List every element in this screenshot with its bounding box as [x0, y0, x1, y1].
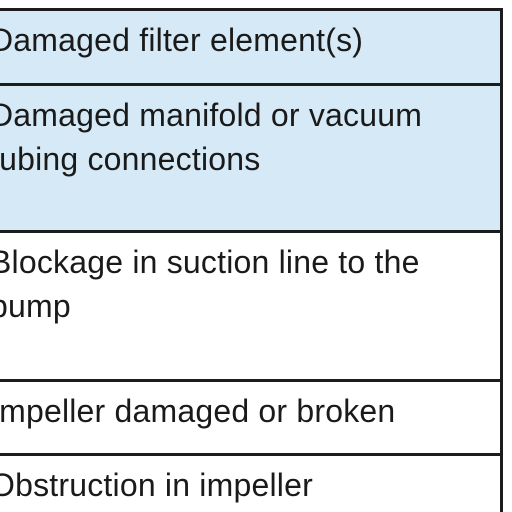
cell-text: Damaged manifold or vacuum [0, 97, 423, 133]
cell-text: Damaged filter element(s) [0, 22, 364, 58]
cell-text: Impeller damaged or broken [0, 393, 396, 429]
table-row: Damaged filter element(s) [0, 11, 500, 86]
table-row: Impeller damaged or broken [0, 382, 500, 456]
cell-text: tubing connections [0, 141, 261, 177]
cell-text: pump [0, 288, 71, 324]
cell-text: Obstruction in impeller [0, 467, 313, 503]
cell-text: Blockage in suction line to the [0, 244, 420, 280]
troubleshooting-table: Damaged filter element(s) Damaged manifo… [0, 8, 503, 512]
table-row: Obstruction in impeller [0, 456, 500, 512]
table-row: Damaged manifold or vacuum tubing connec… [0, 86, 500, 233]
table-row: Blockage in suction line to the pump [0, 233, 500, 382]
